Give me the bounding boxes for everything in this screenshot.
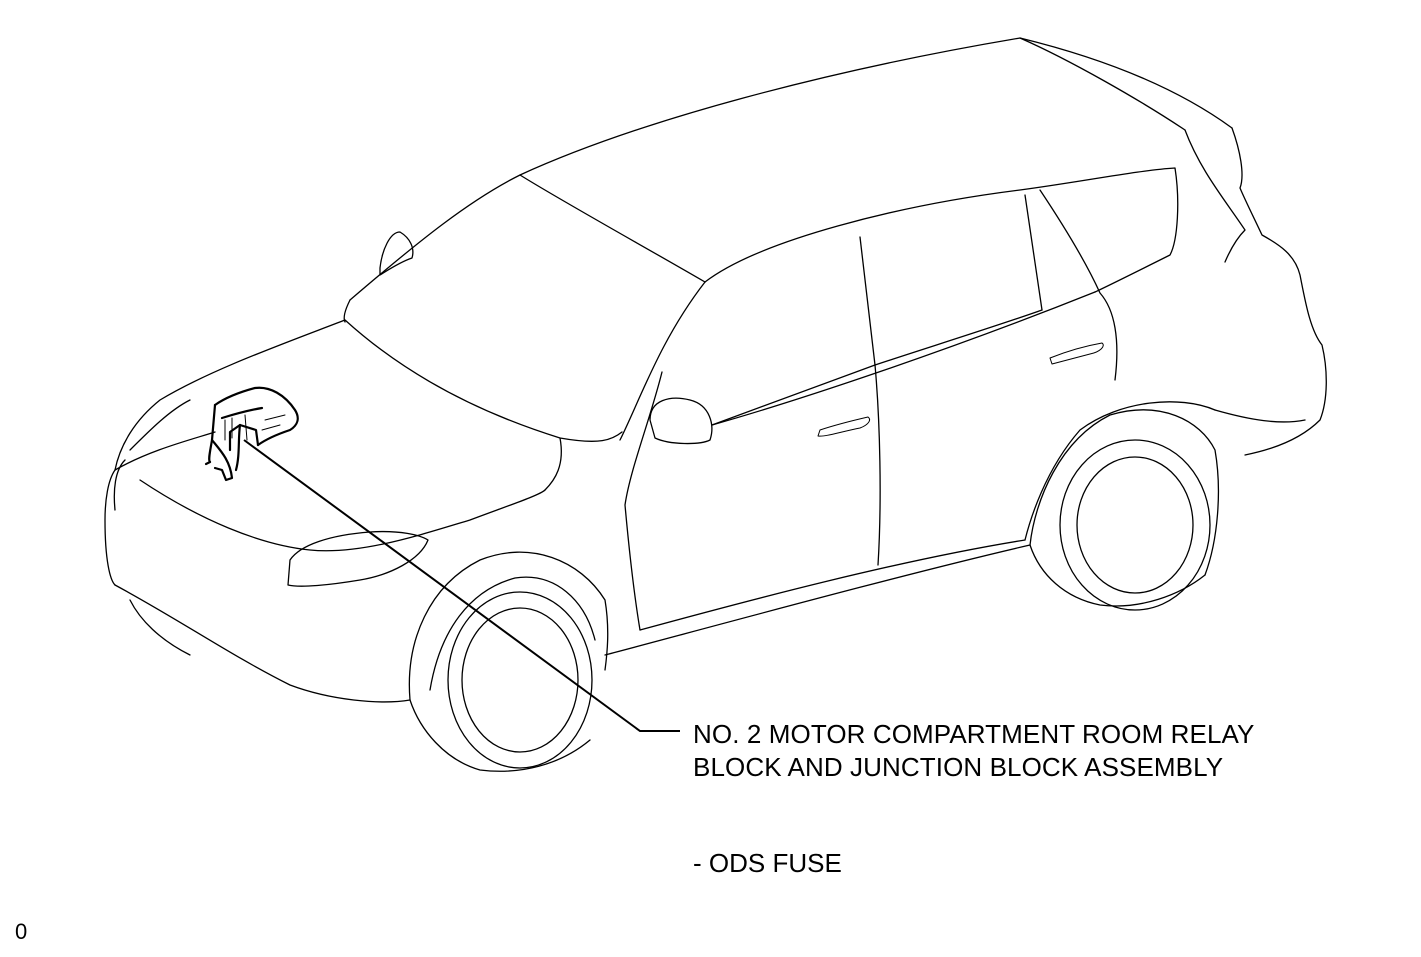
vehicle-outline-icon [104, 37, 1327, 772]
component-label-line-1: NO. 2 MOTOR COMPARTMENT ROOM RELAY [693, 719, 1255, 749]
relay-block-icon [204, 386, 299, 482]
component-label-line-2: BLOCK AND JUNCTION BLOCK ASSEMBLY [693, 752, 1224, 782]
figure-index: 0 [15, 919, 28, 944]
sub-item-label: - ODS FUSE [693, 848, 842, 878]
leader-line [243, 439, 680, 732]
